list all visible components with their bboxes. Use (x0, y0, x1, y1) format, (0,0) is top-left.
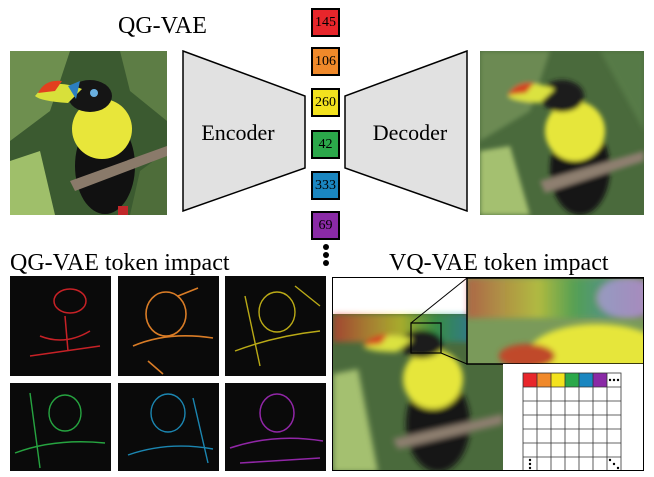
qg-vae-title: QG-VAE (118, 13, 207, 39)
token-3: 260 (311, 88, 340, 117)
encoder-label: Encoder (201, 120, 275, 145)
token-2: 106 (311, 47, 340, 76)
token-6: 69 (311, 211, 340, 240)
input-toucan-image (10, 51, 167, 215)
token-1: 145 (311, 8, 340, 37)
qg-impact-map-blue (118, 383, 219, 471)
output-toucan-image (480, 51, 644, 215)
vq-impact-panel (332, 277, 644, 471)
qg-impact-map-orange (118, 276, 219, 376)
qg-vae-impact-title: QG-VAE token impact (10, 250, 230, 276)
qg-impact-map-green (10, 383, 111, 471)
more-tokens-ellipsis-icon (323, 244, 329, 266)
encoder-shape (182, 50, 306, 212)
qg-impact-map-yellow (225, 276, 326, 376)
token-5: 333 (311, 171, 340, 200)
token-4: 42 (311, 130, 340, 159)
qg-impact-map-red (10, 276, 111, 376)
vq-vae-impact-title: VQ-VAE token impact (389, 250, 609, 276)
decoder-shape (344, 50, 468, 212)
encoder-decoder-diagram: Encoder Decoder (182, 50, 468, 212)
decoder-label: Decoder (373, 120, 448, 145)
qg-impact-map-purple (225, 383, 326, 471)
